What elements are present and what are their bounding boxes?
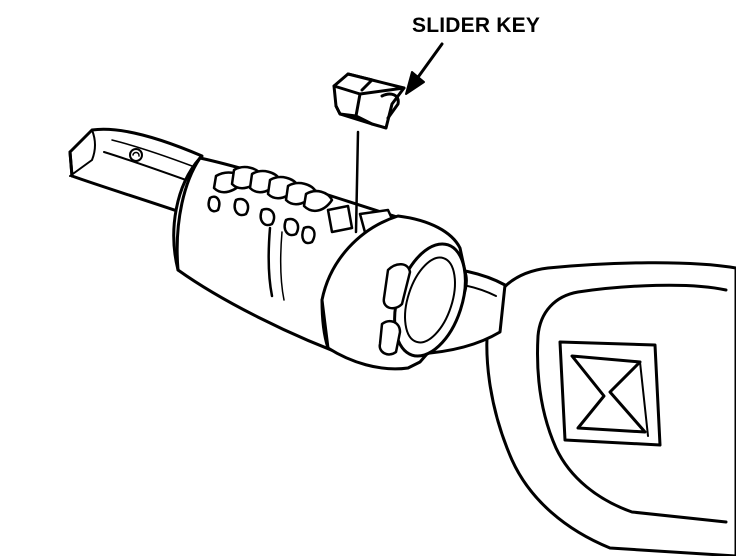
- front-collar: [320, 214, 468, 371]
- slider-key-part: [332, 72, 406, 130]
- callout-arrow: [405, 42, 444, 95]
- key-head: [485, 261, 736, 556]
- slider-key-label: SLIDER KEY: [412, 14, 541, 37]
- slider-key-leader-line: [354, 130, 360, 234]
- tumbler-slots: [207, 165, 334, 245]
